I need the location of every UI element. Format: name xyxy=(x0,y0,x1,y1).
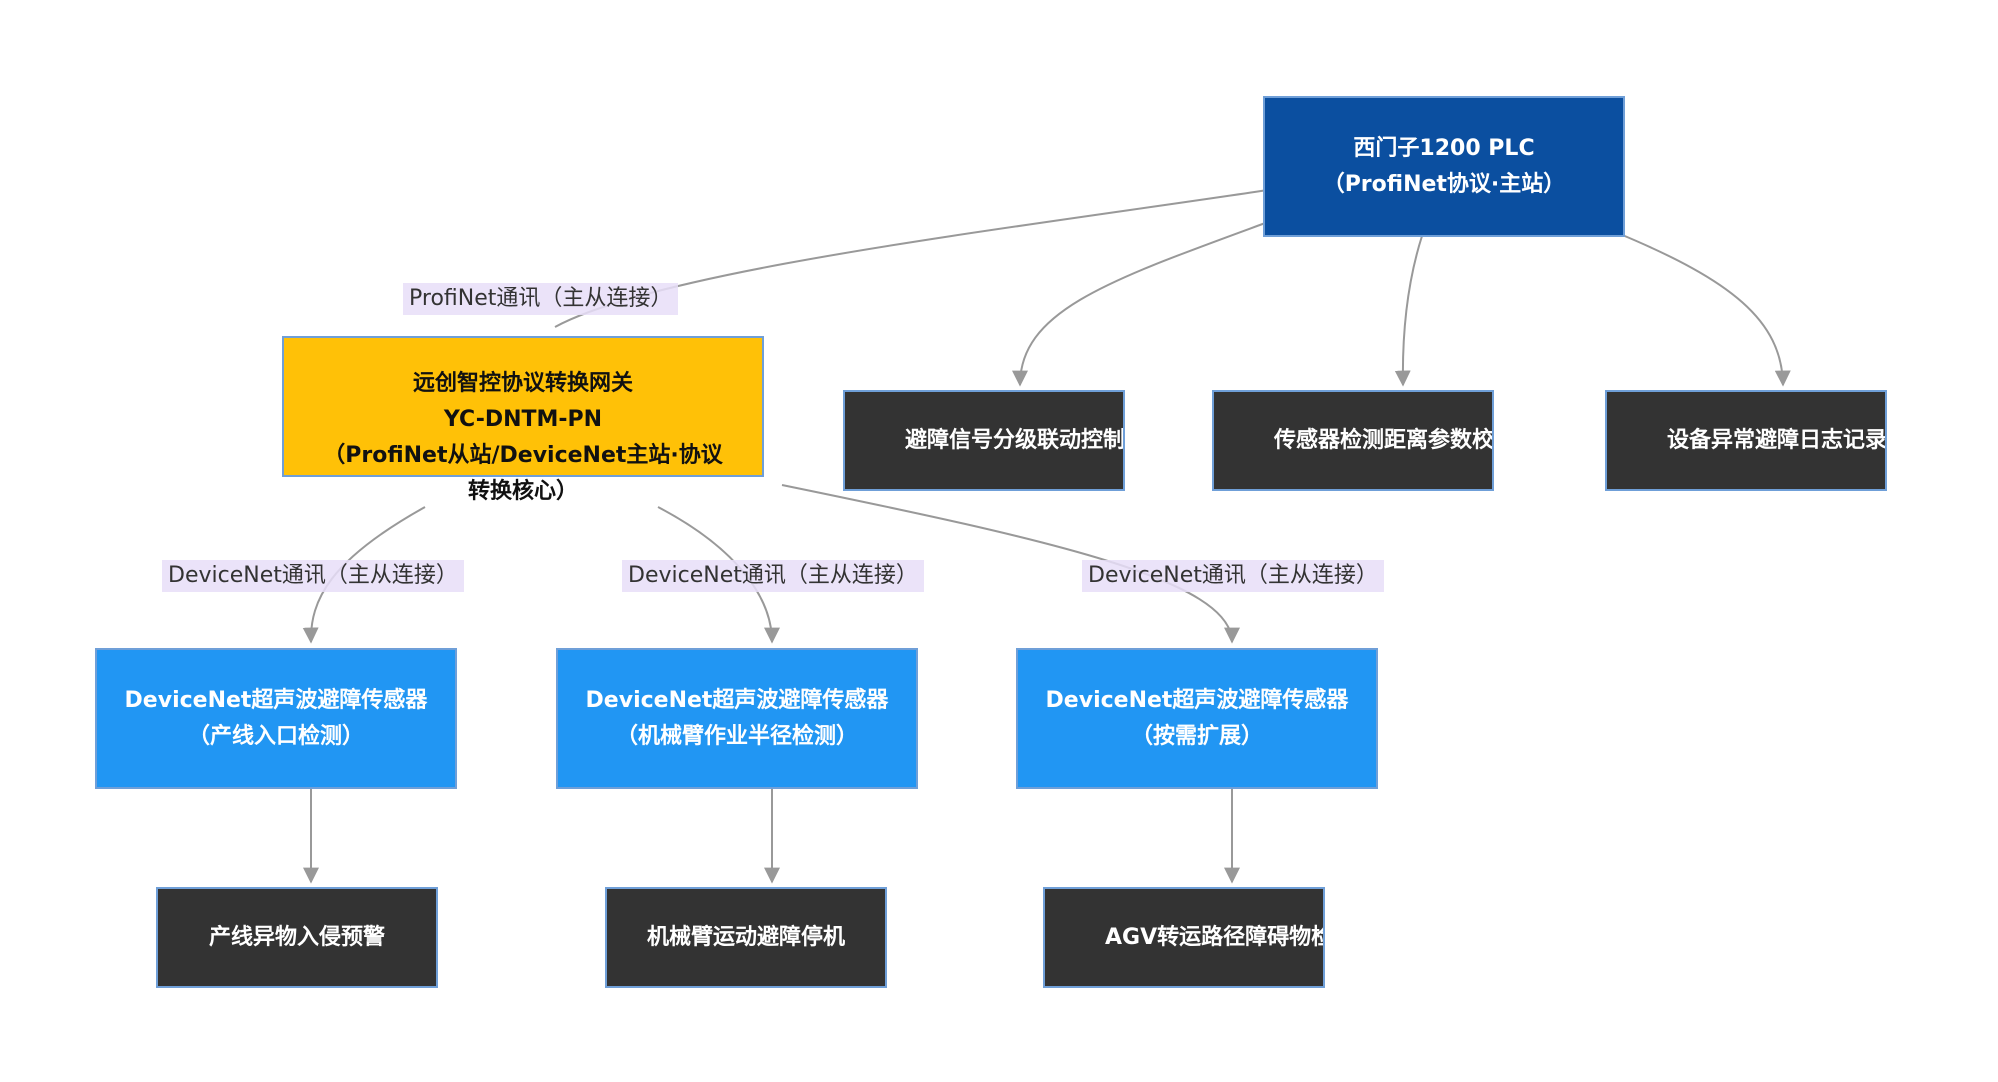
sensor-node-line-entrance[interactable]: DeviceNet超声波避障传感器 （产线入口检测） xyxy=(95,648,457,789)
app-node-agv-obstacle[interactable]: AGV转运路径障碍物检测 xyxy=(1043,887,1325,988)
plc-node[interactable]: 西门子1200 PLC （ProfiNet协议·主站） xyxy=(1263,96,1625,237)
sensor1-location: （产线入口检测） xyxy=(187,723,364,749)
sensor-node-arm-radius[interactable]: DeviceNet超声波避障传感器 （机械臂作业半径检测） xyxy=(556,648,918,789)
app-node-arm-stop[interactable]: 机械臂运动避障停机 xyxy=(605,887,887,988)
func-label-2: 传感器检测距离参数校 xyxy=(1274,427,1494,453)
edge-label-devicenet-3: DeviceNet通讯（主从连接） xyxy=(1082,560,1384,592)
sensor3-title: DeviceNet超声波避障传感器 xyxy=(1045,687,1349,713)
gateway-node[interactable]: 远创智控协议转换网关 YC-DNTM-PN （ProfiNet从站/Device… xyxy=(282,336,764,504)
gateway-model: YC-DNTM-PN xyxy=(443,407,603,432)
app-label-1: 产线异物入侵预警 xyxy=(208,924,385,950)
edge-label-profinet: ProfiNet通讯（主从连接） xyxy=(403,283,679,315)
app-node-intrusion-warning[interactable]: 产线异物入侵预警 xyxy=(156,887,438,988)
app-label-3: AGV转运路径障碍物检测 xyxy=(1105,924,1323,950)
sensor2-title: DeviceNet超声波避障传感器 xyxy=(585,687,889,713)
plc-title: 西门子1200 PLC xyxy=(1353,135,1535,161)
func-label-3: 设备异常避障日志记录 xyxy=(1667,427,1887,453)
edge-plc-func1 xyxy=(1012,221,1269,387)
func-node-signal-linkage[interactable]: 避障信号分级联动控制 xyxy=(843,390,1125,491)
func-node-distance-calibration[interactable]: 传感器检测距离参数校 xyxy=(1212,390,1494,491)
sensor3-location: （按需扩展） xyxy=(1130,723,1263,749)
sensor-node-expansion[interactable]: DeviceNet超声波避障传感器 （按需扩展） xyxy=(1016,648,1378,789)
func-node-exception-log[interactable]: 设备异常避障日志记录 xyxy=(1605,390,1887,491)
edge-plc-func2 xyxy=(1394,235,1423,387)
app-label-2: 机械臂运动避障停机 xyxy=(646,924,845,950)
edge-plc-func3 xyxy=(1619,233,1791,387)
edge-label-devicenet-1: DeviceNet通讯（主从连接） xyxy=(162,560,464,592)
func-label-1: 避障信号分级联动控制 xyxy=(905,427,1125,453)
edge-label-devicenet-2: DeviceNet通讯（主从连接） xyxy=(622,560,924,592)
gateway-role: （ProfiNet从站/DeviceNet主站·协议转换核心） xyxy=(323,443,723,504)
sensor2-location: （机械臂作业半径检测） xyxy=(615,723,858,749)
gateway-title: 远创智控协议转换网关 xyxy=(412,371,633,396)
plc-protocol: （ProfiNet协议·主站） xyxy=(1322,171,1566,197)
sensor1-title: DeviceNet超声波避障传感器 xyxy=(124,687,428,713)
